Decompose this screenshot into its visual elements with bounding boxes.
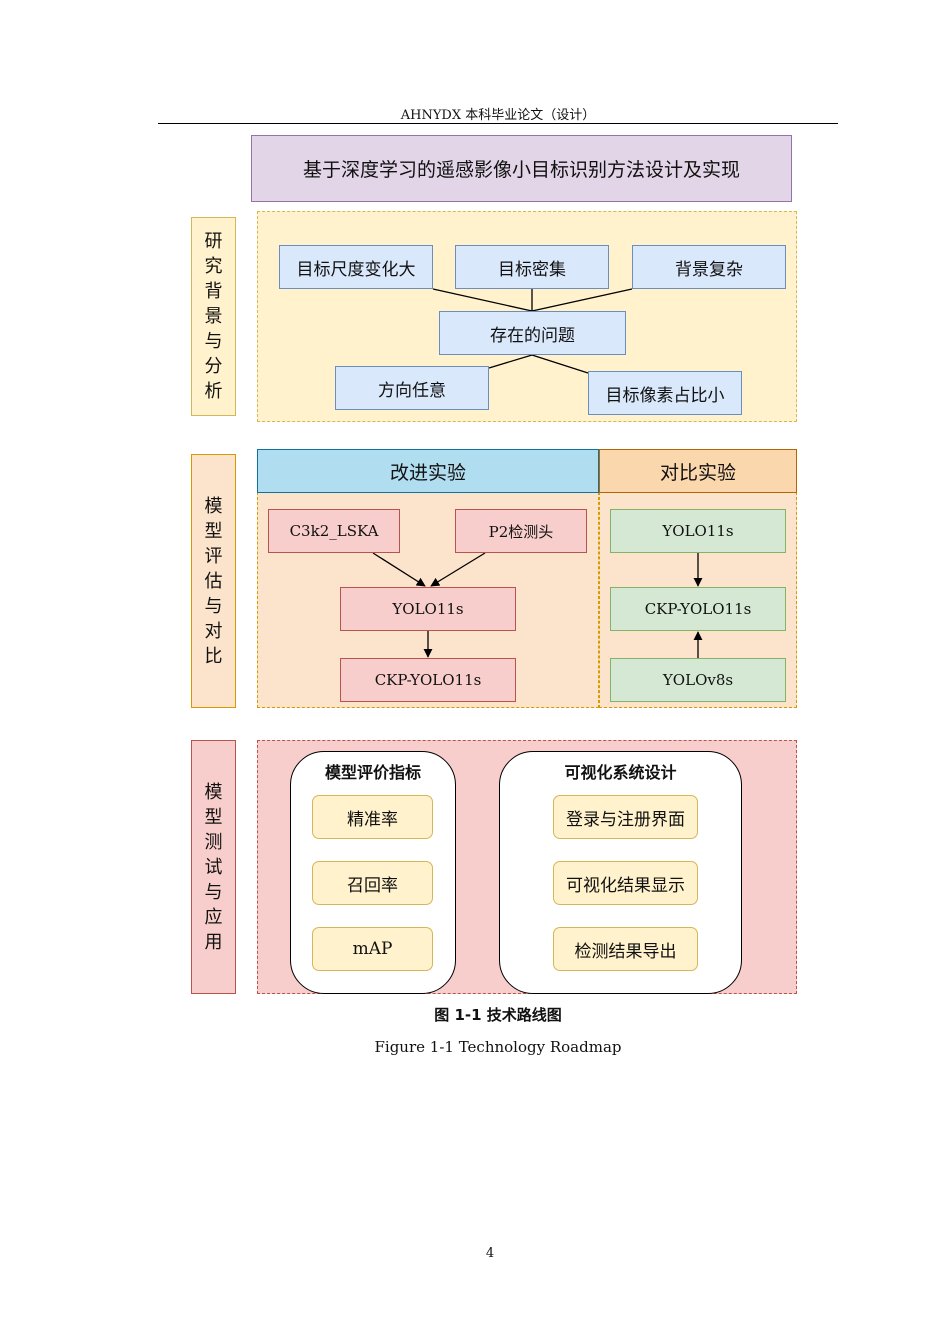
header-rule	[158, 123, 838, 124]
node-ckp-yolo11s-improve: CKP-YOLO11s	[340, 658, 516, 702]
section2-label-char: 比	[204, 645, 223, 667]
page-header: AHNYDX 本科毕业论文（设计）	[400, 108, 596, 123]
section2-label-char: 模	[204, 495, 223, 517]
node-visualize-results: 可视化结果显示	[553, 861, 698, 905]
node-export-results: 检测结果导出	[553, 927, 698, 971]
section3-label-char: 应	[204, 906, 223, 928]
node-ckp-yolo11s-compare: CKP-YOLO11s	[610, 587, 786, 631]
section3-label: 模 型 测 试 与 应 用	[191, 740, 236, 994]
section1-label-char: 背	[204, 281, 223, 302]
section3-label-char: 型	[204, 806, 223, 828]
section2-label-char: 型	[204, 520, 223, 542]
node-recall: 召回率	[312, 861, 433, 905]
node-scale-variation: 目标尺度变化大	[279, 245, 433, 289]
node-problems: 存在的问题	[439, 311, 626, 355]
section1-label-char: 研	[204, 231, 223, 252]
section3-label-char: 测	[204, 831, 223, 853]
node-yolov8s: YOLOv8s	[610, 658, 786, 702]
section1-label-char: 究	[204, 256, 223, 277]
improve-header: 改进实验	[257, 449, 599, 493]
page-number: 4	[485, 1246, 495, 1261]
section1-label-char: 析	[204, 381, 223, 402]
section3-label-char: 用	[204, 931, 223, 953]
section3-label-char: 试	[204, 856, 223, 878]
node-yolo11s-improve: YOLO11s	[340, 587, 516, 631]
section1-label-char: 景	[204, 306, 223, 327]
metrics-group-title: 模型评价指标	[324, 763, 421, 782]
figure-title: 基于深度学习的遥感影像小目标识别方法设计及实现	[251, 135, 792, 202]
section2-label: 模 型 评 估 与 对 比	[191, 454, 236, 708]
section3-label-char: 模	[204, 781, 223, 803]
compare-header: 对比实验	[599, 449, 797, 493]
figure-caption-cn: 图 1-1 技术路线图	[434, 1006, 562, 1024]
section1-label-char: 与	[204, 331, 223, 352]
figure-caption-en: Figure 1-1 Technology Roadmap	[374, 1038, 622, 1056]
section1-label: 研 究 背 景 与 分 析	[191, 217, 236, 416]
section1-label-char: 分	[204, 356, 223, 377]
node-map: mAP	[312, 927, 433, 971]
node-c3k2-lska: C3k2_LSKA	[268, 509, 400, 553]
node-small-pixel-ratio: 目标像素占比小	[588, 371, 742, 415]
node-arbitrary-orientation: 方向任意	[335, 366, 489, 410]
section2-label-char: 与	[204, 595, 223, 617]
section3-label-char: 与	[204, 881, 223, 903]
section2-label-char: 评	[204, 545, 223, 567]
section2-label-char: 对	[204, 620, 223, 642]
node-dense-targets: 目标密集	[455, 245, 609, 289]
node-p2-head: P2检测头	[455, 509, 587, 553]
node-precision: 精准率	[312, 795, 433, 839]
system-group-title: 可视化系统设计	[564, 763, 677, 782]
node-login-register: 登录与注册界面	[553, 795, 698, 839]
section2-label-char: 估	[204, 570, 223, 592]
node-yolo11s-compare: YOLO11s	[610, 509, 786, 553]
node-complex-background: 背景复杂	[632, 245, 786, 289]
